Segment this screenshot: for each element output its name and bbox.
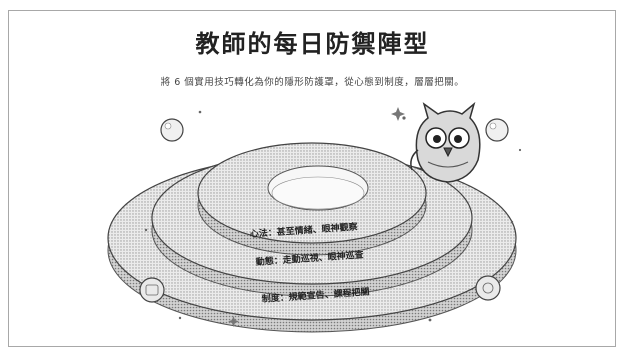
diagram-title: 教師的每日防禦陣型 — [195, 30, 430, 58]
left-bubble-icon — [160, 118, 184, 142]
owl-mascot-icon — [410, 101, 481, 183]
diagram-subtitle: 將 6 個實用技巧轉化為你的隱形防護罩，從心態到制度，層層把關。 — [160, 77, 465, 88]
sparkle-icons — [144, 107, 522, 327]
diagram-frame — [8, 10, 616, 347]
bottom-left-bubble-icon — [139, 277, 165, 303]
bottom-right-bubble-icon — [475, 275, 501, 301]
right-bubble-icon — [485, 118, 509, 142]
center-hole — [267, 165, 369, 211]
